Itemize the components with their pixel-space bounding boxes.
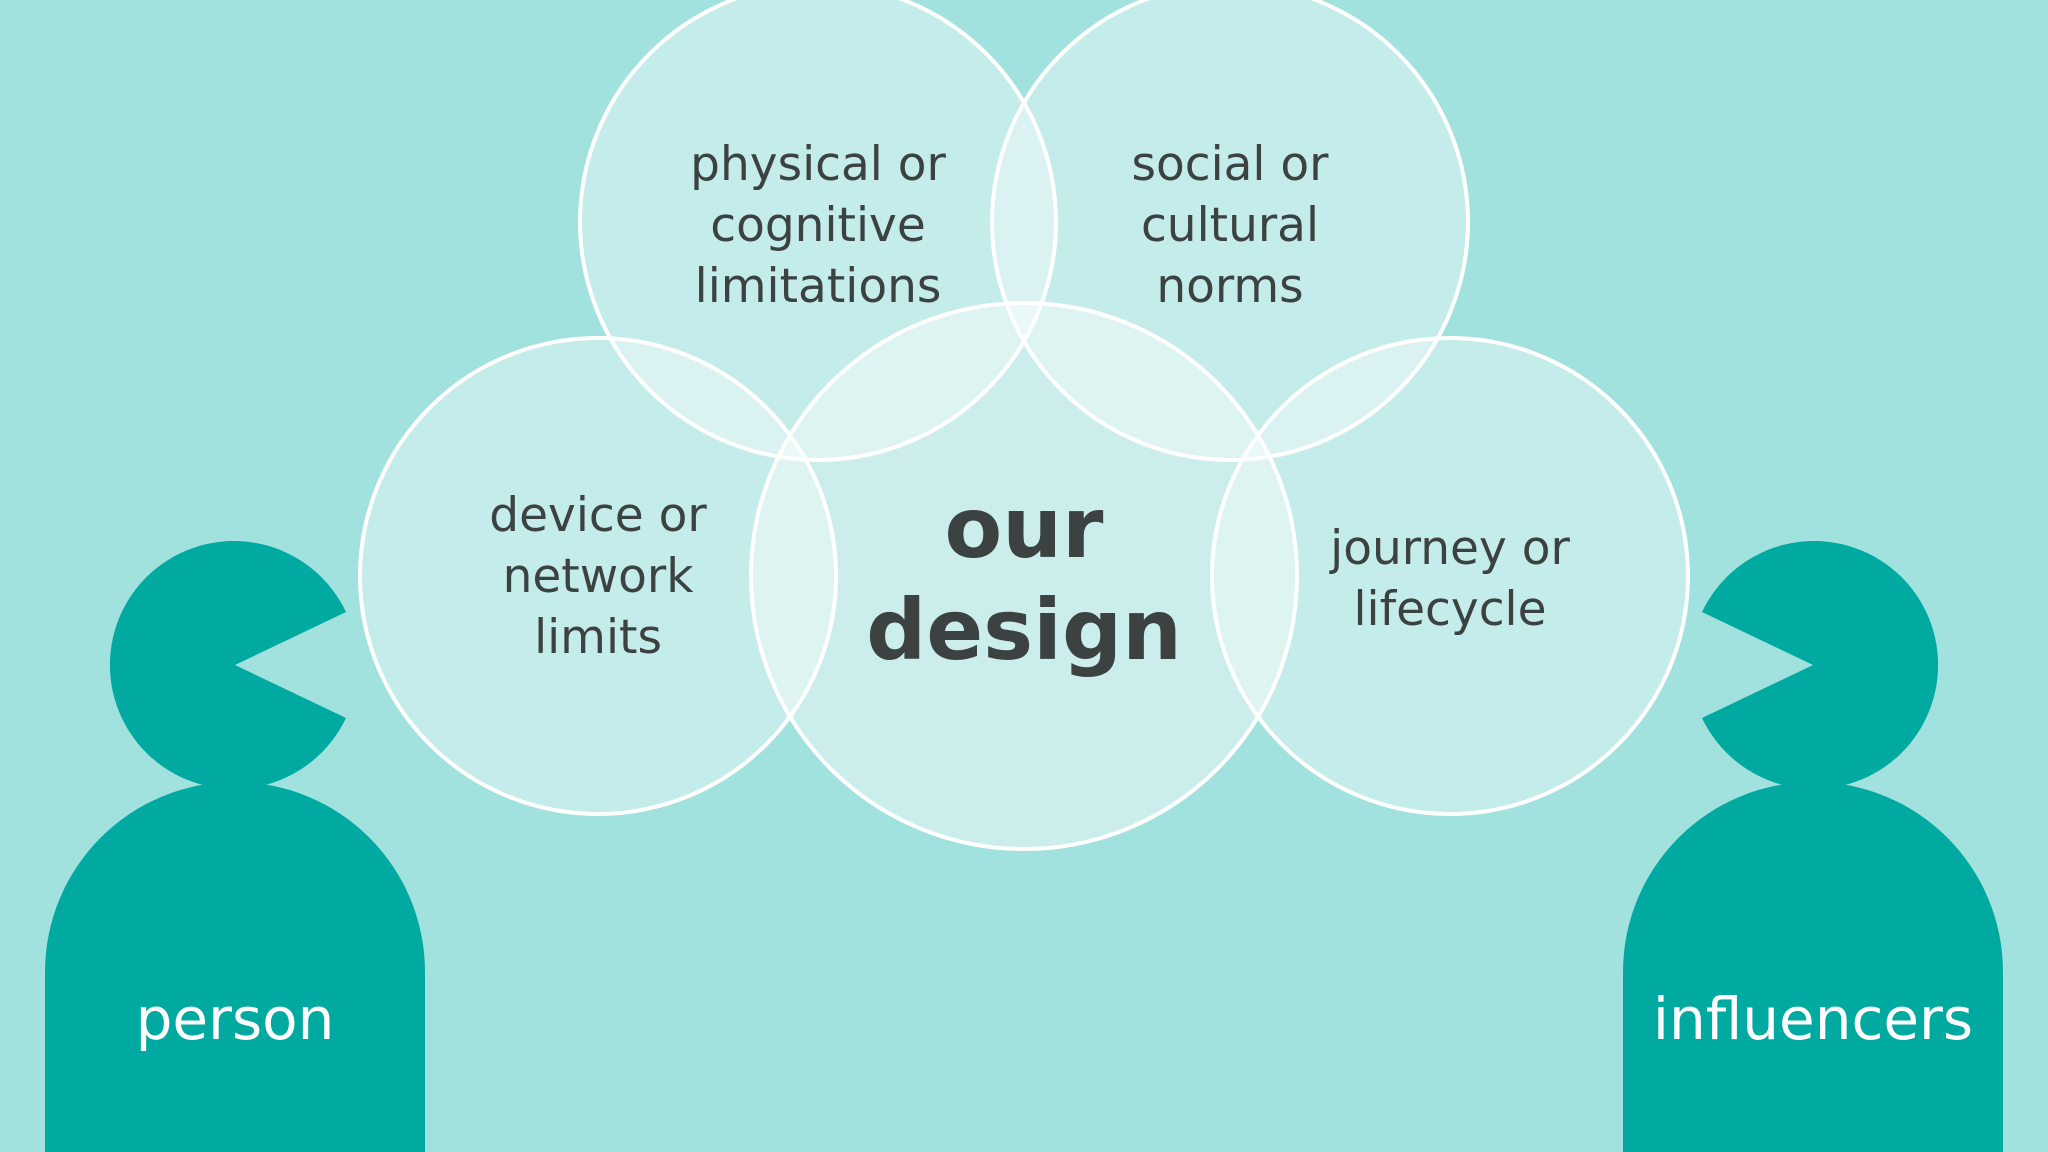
label-social-cultural-line-3: norms: [1156, 258, 1304, 314]
label-device-network-line-1: device or: [489, 487, 707, 543]
label-physical-cognitive-line-3: limitations: [694, 258, 942, 314]
label-social-cultural-line-2: cultural: [1140, 197, 1320, 253]
label-device-network-line-3: limits: [534, 609, 662, 665]
label-journey-lifecycle-line-2: lifecycle: [1353, 582, 1547, 637]
person-body: [45, 782, 425, 1152]
label-our-design: our design: [844, 474, 1204, 684]
circle-physical-cognitive: [578, 0, 1058, 462]
label-physical-cognitive: physical or cognitive limitations: [668, 130, 968, 320]
person-label: person: [135, 985, 335, 1053]
label-device-network-line-2: network: [502, 548, 694, 604]
circle-journey-lifecycle: [1210, 336, 1690, 816]
label-our-design-line-1: our: [944, 479, 1104, 577]
label-physical-cognitive-line-1: physical or: [690, 136, 946, 192]
person-figure: [45, 541, 425, 1152]
influencers-head: [1702, 541, 1939, 789]
circle-social-cultural: [990, 0, 1470, 462]
label-device-network: device or network limits: [448, 481, 748, 671]
label-journey-lifecycle: journey or lifecycle: [1290, 514, 1610, 644]
influencers-figure: [1623, 541, 2003, 1152]
circle-our-design: [749, 301, 1299, 851]
label-social-cultural: social or cultural norms: [1080, 130, 1380, 320]
venn-circles: [358, 0, 1690, 851]
label-our-design-line-2: design: [866, 581, 1182, 679]
influencers-body: [1623, 782, 2003, 1152]
influencers-label: influencers: [1652, 985, 1974, 1053]
person-head: [109, 541, 346, 789]
label-journey-lifecycle-line-1: journey or: [1330, 521, 1570, 576]
label-social-cultural-line-1: social or: [1131, 136, 1329, 192]
label-physical-cognitive-line-2: cognitive: [710, 197, 926, 253]
circle-device-network: [358, 336, 838, 816]
